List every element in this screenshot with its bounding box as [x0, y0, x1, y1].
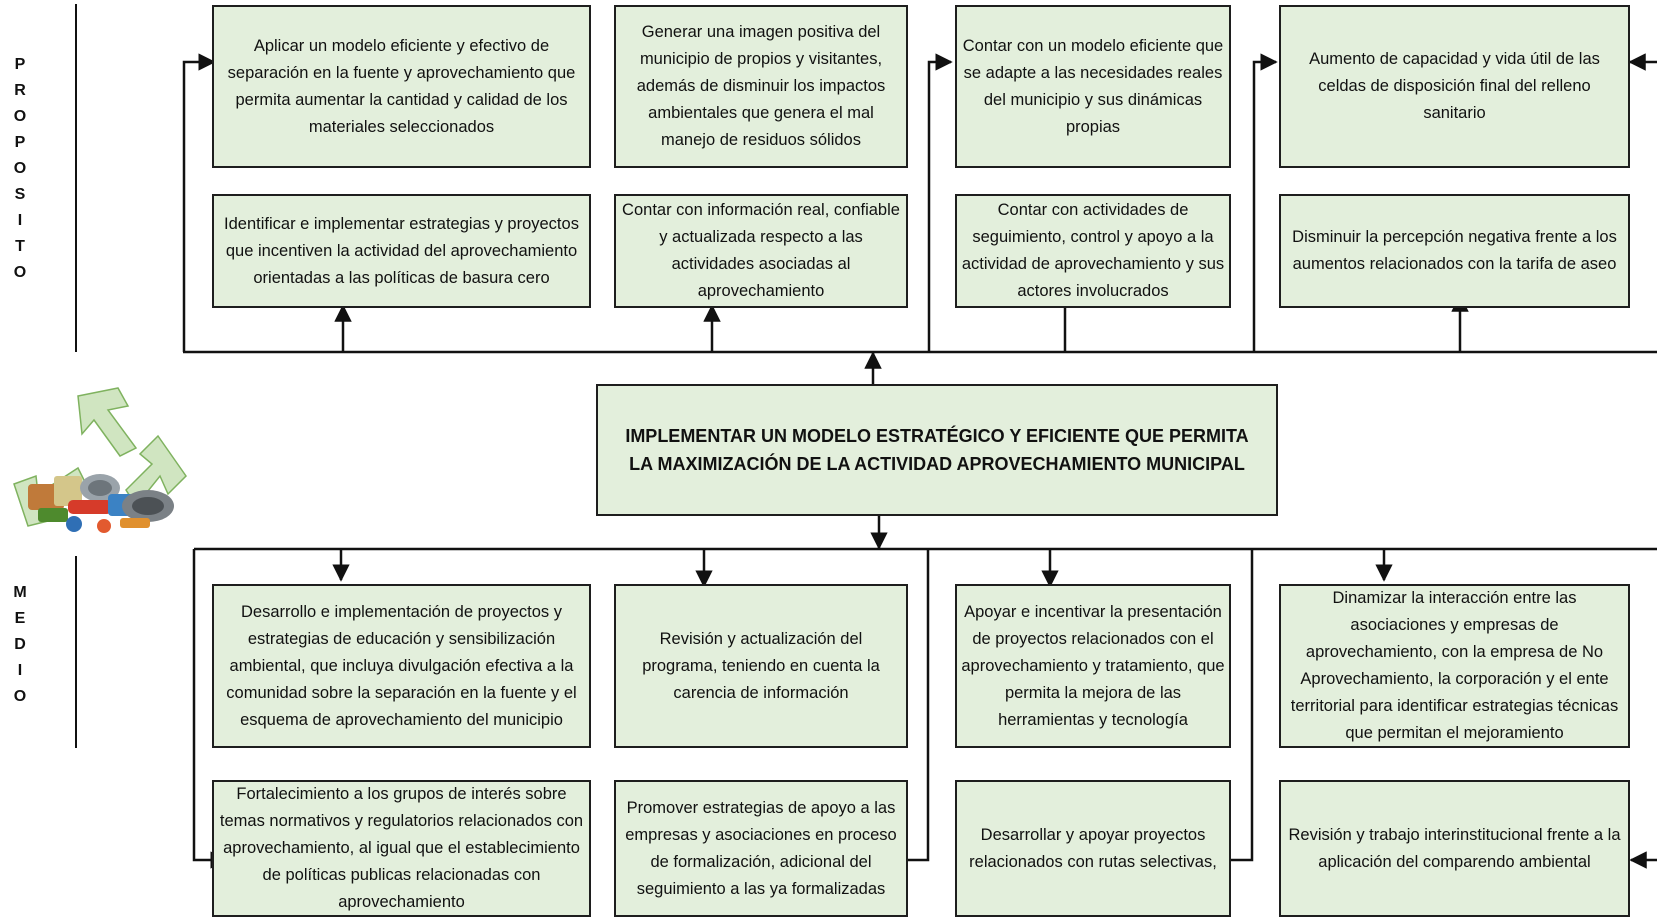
proposito-box-1-3: Contar con un modelo eficiente que se ad…: [955, 5, 1231, 168]
proposito-box-2-4: Disminuir la percepción negativa frente …: [1279, 194, 1630, 308]
proposito-text: Aplicar un modelo eficiente y efectivo d…: [227, 36, 576, 136]
proposito-text: Identificar e implementar estrategias y …: [224, 214, 579, 287]
medio-text: Revisión y actualización del programa, t…: [642, 629, 880, 702]
central-objective: IMPLEMENTAR UN MODELO ESTRATÉGICO Y EFIC…: [596, 384, 1278, 516]
medio-box-2-1: Fortalecimiento a los grupos de interés …: [212, 780, 591, 917]
medio-text: Desarrollo e implementación de proyectos…: [226, 602, 577, 729]
proposito-text: Contar con actividades de seguimiento, c…: [961, 201, 1225, 300]
proposito-text: Contar con un modelo eficiente que se ad…: [962, 36, 1224, 136]
medio-box-2-2: Promover estrategias de apoyo a las empr…: [614, 780, 908, 917]
proposito-box-1-2: Generar una imagen positiva del municipi…: [614, 5, 908, 168]
medio-box-1-1: Desarrollo e implementación de proyectos…: [212, 584, 591, 748]
medio-text: Promover estrategias de apoyo a las empr…: [625, 798, 897, 898]
medio-text: Dinamizar la interacción entre las asoci…: [1290, 589, 1619, 742]
proposito-divider: [75, 4, 77, 352]
proposito-box-2-3: Contar con actividades de seguimiento, c…: [955, 194, 1231, 308]
medio-text: Desarrollar y apoyar proyectos relaciona…: [969, 825, 1217, 871]
recycling-logo-icon: [13, 387, 187, 533]
medio-text: Fortalecimiento a los grupos de interés …: [219, 785, 584, 911]
proposito-text: Aumento de capacidad y vida útil de las …: [1309, 50, 1600, 122]
proposito-text: Disminuir la percepción negativa frente …: [1292, 228, 1617, 273]
medio-box-2-4: Revisión y trabajo interinstitucional fr…: [1279, 780, 1630, 917]
proposito-text: Contar con información real, confiable y…: [622, 201, 900, 300]
central-objective-line-2: LA MAXIMIZACIÓN DE LA ACTIVIDAD APROVECH…: [629, 454, 1245, 474]
proposito-box-1-4: Aumento de capacidad y vida útil de las …: [1279, 5, 1630, 168]
medio-box-2-3: Desarrollar y apoyar proyectos relaciona…: [955, 780, 1231, 917]
medio-text: Apoyar e incentivar la presentación de p…: [961, 602, 1225, 729]
medio-box-1-4: Dinamizar la interacción entre las asoci…: [1279, 584, 1630, 748]
proposito-box-2-2: Contar con información real, confiable y…: [614, 194, 908, 308]
medio-divider: [75, 556, 77, 748]
proposito-box-2-1: Identificar e implementar estrategias y …: [212, 194, 591, 308]
proposito-text: Generar una imagen positiva del municipi…: [636, 23, 886, 149]
medio-text: Revisión y trabajo interinstitucional fr…: [1288, 825, 1621, 871]
medio-box-1-3: Apoyar e incentivar la presentación de p…: [955, 584, 1231, 748]
central-objective-line-1: IMPLEMENTAR UN MODELO ESTRATÉGICO Y EFIC…: [625, 426, 1249, 446]
medio-box-1-2: Revisión y actualización del programa, t…: [614, 584, 908, 748]
proposito-box-1-1: Aplicar un modelo eficiente y efectivo d…: [212, 5, 591, 168]
